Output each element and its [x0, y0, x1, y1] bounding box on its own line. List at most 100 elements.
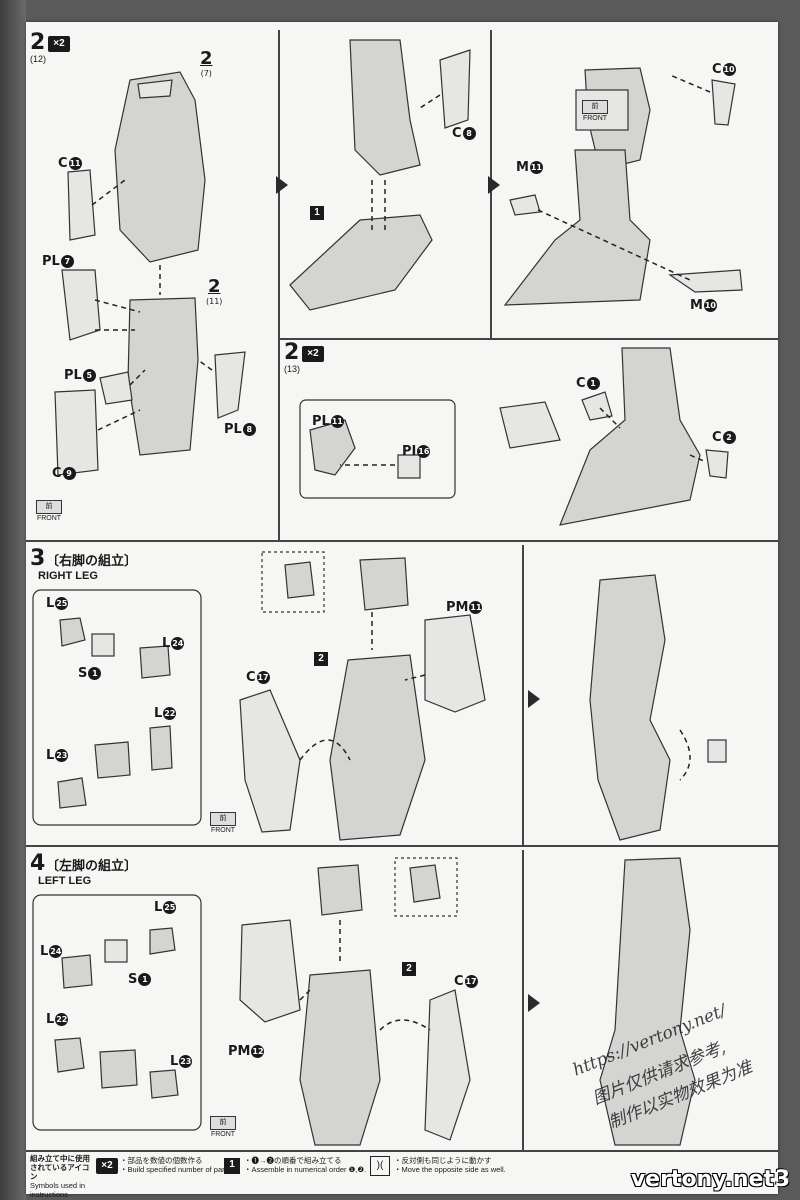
part-letter: C [52, 466, 62, 481]
legend-heading-jp: 組み立て中に使用されているアイコン [30, 1154, 90, 1181]
part-letter: C [712, 62, 722, 77]
part-letter: PM [446, 600, 469, 615]
part-number: 10 [703, 299, 717, 312]
step-title-jp: 〔右脚の組立〕 [46, 554, 138, 569]
legend-opposite-en: ・Move the opposite side as well. [394, 1165, 506, 1174]
part-number: 11 [330, 415, 344, 428]
front-icon: 前 [210, 1116, 236, 1130]
part-number: 1 [586, 377, 600, 390]
step-sub: (12) [30, 54, 47, 64]
next-arrow-icon [528, 690, 540, 708]
part-letter: PI [402, 444, 417, 459]
front-label: FRONT [210, 1131, 236, 1138]
step-title-en: LEFT LEG [38, 875, 92, 887]
legend-order: ・❶→❷の順番で組み立てる ・Assemble in numerical ord… [244, 1156, 366, 1174]
step-number: 3 [30, 546, 46, 571]
part-number: 25 [55, 597, 69, 610]
part-number: 22 [163, 707, 177, 720]
part-number: 17 [256, 671, 270, 684]
part-number: 10 [722, 63, 736, 76]
legend-order-jp: ・❶→❷の順番で組み立てる [244, 1156, 342, 1165]
legend-heading-en: Symbols used in instructions [30, 1181, 86, 1199]
front-icon: 前 [210, 812, 236, 826]
front-icon: 前 [36, 500, 62, 514]
page-number: 3 [774, 1167, 790, 1192]
next-arrow-icon [488, 176, 500, 194]
part-number: 23 [55, 749, 69, 762]
part-number: 1 [88, 667, 102, 680]
part-letter: M [690, 298, 703, 313]
step-number: 2 [284, 340, 300, 365]
part-letter: C [454, 974, 464, 989]
part-letter: L [154, 900, 163, 915]
divider [26, 1150, 778, 1152]
part-letter: PL [312, 414, 330, 429]
opposite-side-icon: )( [370, 1156, 390, 1176]
legend-order-en: ・Assemble in numerical order ❶,❷. [244, 1165, 367, 1174]
part-number: 25 [163, 901, 177, 914]
part-number: 7 [60, 255, 74, 268]
part-letter: PL [42, 254, 60, 269]
ref-part-block: 2 [402, 962, 416, 976]
legend-qty-en: ・Build specified number of parts. [120, 1165, 233, 1174]
step-title-en: RIGHT LEG [38, 570, 98, 582]
part-letter: PM [228, 1044, 251, 1059]
step-number: 4 [30, 851, 46, 876]
legend-heading: 組み立て中に使用されているアイコン Symbols used in instru… [30, 1154, 92, 1199]
quantity-badge: ×2 [48, 36, 70, 52]
divider [522, 850, 524, 1150]
next-arrow-icon [276, 176, 288, 194]
part-number: 9 [62, 467, 76, 480]
ref-part-block: 2 [314, 652, 328, 666]
binding-edge [0, 0, 26, 1200]
part-number: 24 [171, 637, 185, 650]
front-label: FRONT [582, 115, 608, 122]
step-ref: 2 (11) [206, 276, 222, 306]
part-letter: C [246, 670, 256, 685]
part-number: 5 [82, 369, 96, 382]
front-label: FRONT [36, 515, 62, 522]
part-letter: C [712, 430, 722, 445]
part-number: 8 [462, 127, 476, 140]
divider [26, 540, 778, 542]
part-number: 2 [722, 431, 736, 444]
step-title-jp: 〔左脚の組立〕 [46, 859, 138, 874]
part-number: 12 [251, 1045, 265, 1058]
part-letter: L [170, 1054, 179, 1069]
part-number: 11 [529, 161, 543, 174]
divider [26, 845, 778, 847]
part-number: 8 [242, 423, 256, 436]
part-number: 11 [68, 157, 82, 170]
part-letter: L [46, 596, 55, 611]
part-number: 11 [469, 601, 483, 614]
next-arrow-icon [528, 994, 540, 1012]
step-ref: 2 (7) [200, 48, 213, 78]
part-letter: L [46, 748, 55, 763]
step-sub: (13) [284, 364, 301, 374]
